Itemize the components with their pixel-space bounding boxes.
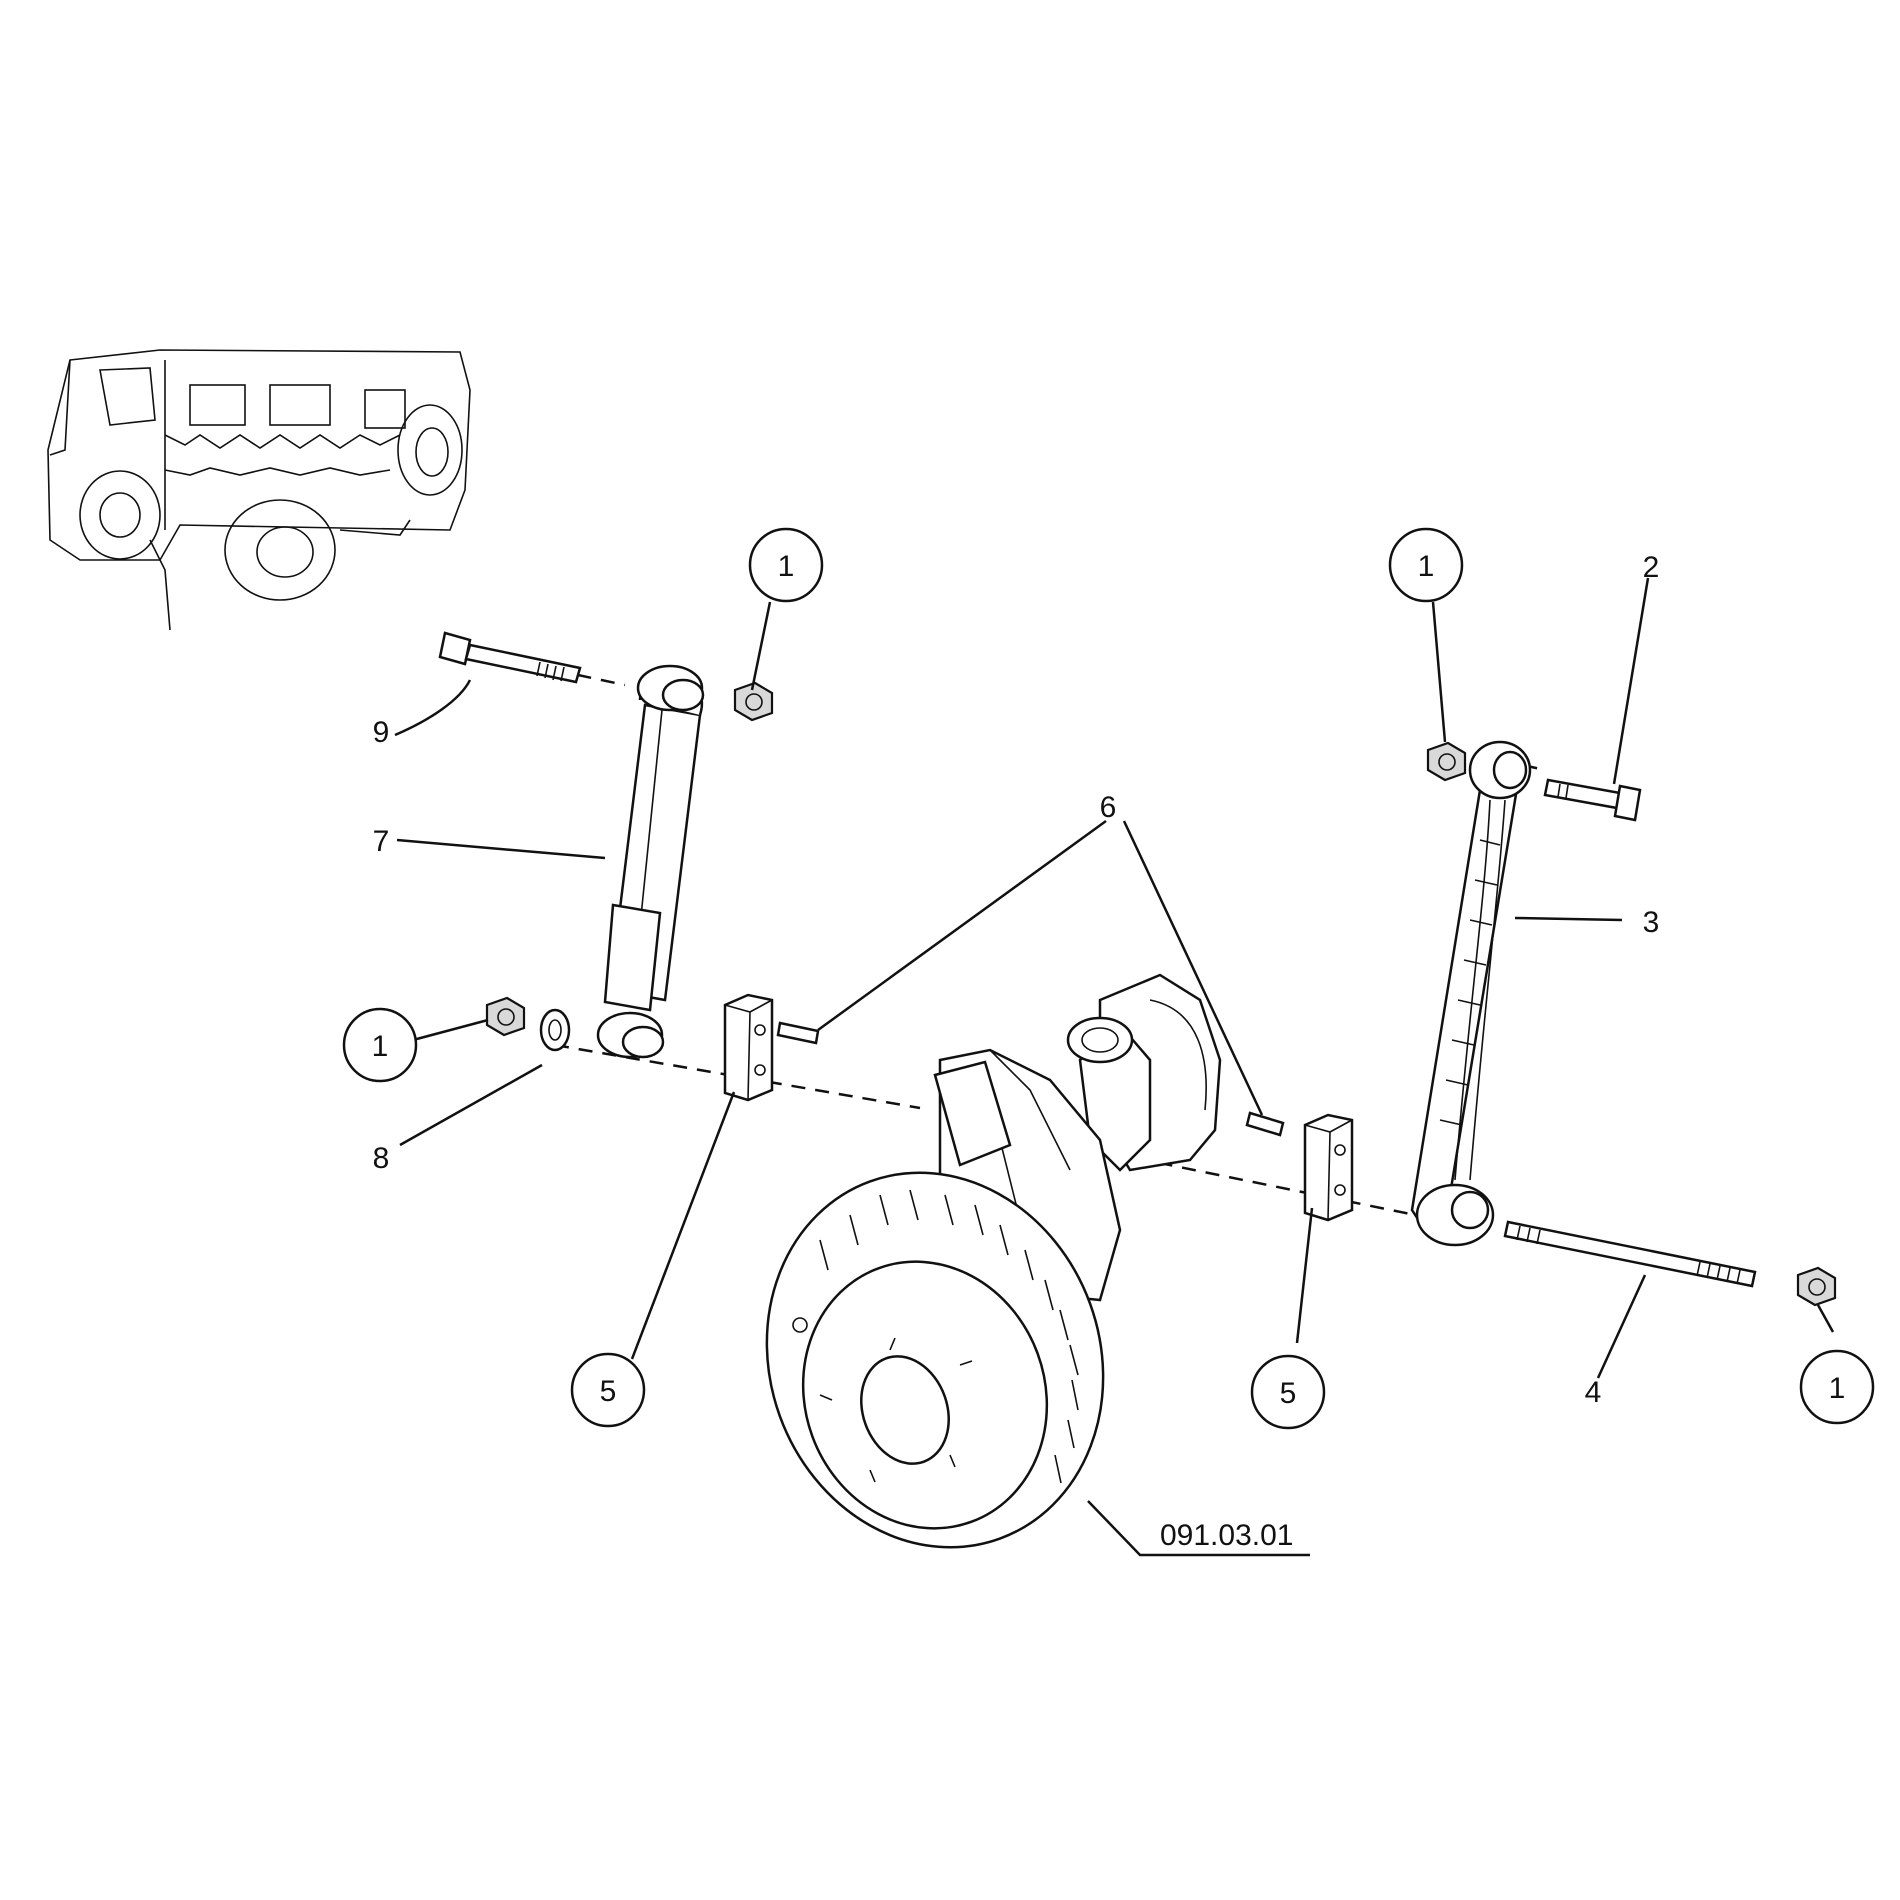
- link-bolt: [1543, 778, 1642, 822]
- callout-circle: [1250, 1354, 1326, 1430]
- reference-label: 091.03.01: [1160, 1519, 1293, 1552]
- leader-4: [1596, 1274, 1647, 1379]
- label-6: 6: [1100, 791, 1117, 824]
- leader-9: [394, 679, 472, 737]
- leader-1-left: [412, 1018, 489, 1042]
- label-2: 2: [1643, 551, 1660, 584]
- label-9: 9: [373, 716, 390, 749]
- leader-7: [396, 838, 606, 860]
- vehicle-thumbnail: [47, 349, 471, 631]
- nut-top-left: [733, 681, 774, 722]
- lower-mount-axis-right: [1134, 1156, 1441, 1222]
- callout-label-5: 5: [1280, 1377, 1297, 1410]
- link-arm: [1410, 740, 1532, 1247]
- pin-left: [776, 1021, 820, 1045]
- callout-label-5: 5: [600, 1375, 617, 1408]
- nut-left: [485, 996, 526, 1037]
- leader-5-right: [1295, 1207, 1314, 1344]
- callout-label-1: 1: [1829, 1372, 1846, 1405]
- callout-circle: [570, 1352, 646, 1428]
- leader-6-left: [817, 819, 1107, 1032]
- pin-right: [1245, 1111, 1285, 1137]
- callout-label-1: 1: [372, 1030, 389, 1063]
- nut-bottom-right: [1796, 1266, 1837, 1307]
- shock-absorber: [596, 664, 705, 1059]
- upper-bolt: [438, 631, 582, 684]
- label-3: 3: [1643, 906, 1660, 939]
- callout-circle: [748, 527, 824, 603]
- leader-2: [1612, 577, 1650, 785]
- axle-brake-drum: [765, 973, 1222, 1549]
- nut-top-right: [1426, 741, 1467, 782]
- callout-label-1: 1: [778, 550, 795, 583]
- callout-circle: [342, 1007, 418, 1083]
- leader-1-bottom-right: [1816, 1304, 1835, 1333]
- leader-1-top-left: [750, 601, 772, 691]
- leader-6-right: [1122, 820, 1264, 1116]
- label-7: 7: [373, 825, 390, 858]
- spacer-block-right: [1303, 1113, 1354, 1222]
- leader-8: [399, 1063, 543, 1147]
- leader-1-top-right: [1431, 601, 1447, 743]
- leader-3: [1514, 916, 1623, 922]
- label-4: 4: [1585, 1376, 1602, 1409]
- spacer-block-left: [723, 993, 774, 1102]
- label-8: 8: [373, 1142, 390, 1175]
- leader-reference: [1087, 1500, 1310, 1557]
- washer: [539, 1008, 571, 1052]
- callout-label-1: 1: [1418, 550, 1435, 583]
- leader-5-left: [630, 1091, 736, 1360]
- callout-circle: [1388, 527, 1464, 603]
- callout-circle: [1799, 1349, 1875, 1425]
- long-bolt: [1503, 1220, 1757, 1288]
